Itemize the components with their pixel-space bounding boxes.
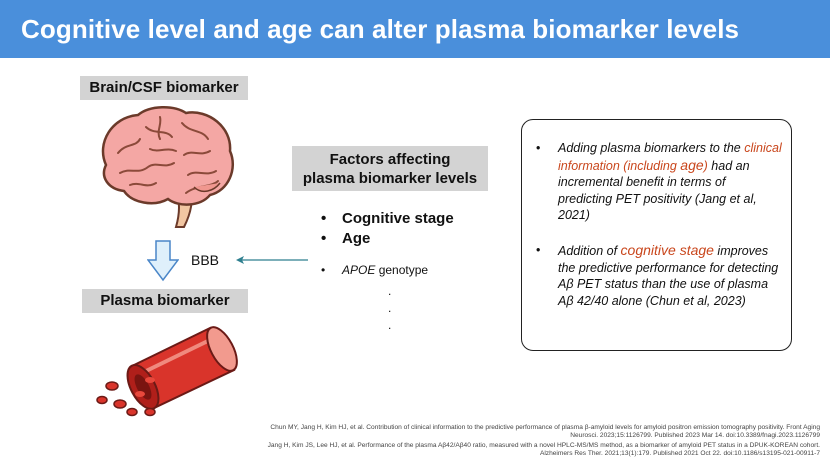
brain-icon bbox=[101, 106, 235, 228]
down-arrow-icon bbox=[147, 240, 179, 282]
apoe-genotype-text: genotype bbox=[375, 263, 429, 277]
bullet-glyph: • bbox=[536, 243, 541, 257]
left-arrow-icon bbox=[236, 256, 308, 264]
continuation-dot: . bbox=[388, 318, 392, 332]
factors-list: Cognitive stage Age bbox=[321, 209, 454, 249]
finding-item-1: • Adding plasma biomarkers to the clinic… bbox=[536, 140, 783, 224]
finding-item-2: • Addition of cognitive stage improves t… bbox=[536, 242, 783, 309]
apoe-gene-name: APOE bbox=[342, 263, 376, 277]
factor-item-age: Age bbox=[321, 229, 454, 249]
finding-1-highlight-close: ) bbox=[703, 158, 708, 173]
bullet-glyph: • bbox=[321, 263, 326, 277]
continuation-dot: . bbox=[388, 284, 392, 298]
reference-chun: Chun MY, Jang H, Kim HJ, et al. Contribu… bbox=[270, 424, 820, 439]
finding-2-highlight: cognitive stage bbox=[620, 242, 714, 258]
title-bar: Cognitive level and age can alter plasma… bbox=[0, 0, 830, 58]
brain-csf-label: Brain/CSF biomarker bbox=[80, 76, 248, 100]
continuation-dot: . bbox=[388, 301, 392, 315]
finding-1-text-b: had an incremental benefit in terms of p… bbox=[558, 158, 757, 223]
bullet-glyph: • bbox=[536, 141, 541, 155]
factors-title-box: Factors affecting plasma biomarker level… bbox=[292, 146, 488, 191]
reference-jang: Jang H, Kim JS, Lee HJ, et al. Performan… bbox=[267, 442, 820, 457]
finding-1-highlight-age: age bbox=[680, 156, 704, 173]
finding-1-highlight: clinical information (including bbox=[558, 141, 782, 173]
findings-box: • Adding plasma biomarkers to the clinic… bbox=[521, 119, 792, 351]
factors-title-line1: Factors affecting bbox=[329, 151, 451, 168]
finding-2-text-a: Addition of bbox=[558, 244, 621, 258]
bbb-label: BBB bbox=[191, 252, 220, 268]
finding-1-text-a: Adding plasma biomarkers to the bbox=[558, 141, 745, 155]
plasma-biomarker-label: Plasma biomarker bbox=[82, 289, 248, 313]
blood-vessel-icon bbox=[96, 326, 238, 417]
slide-title: Cognitive level and age can alter plasma… bbox=[21, 13, 740, 44]
factors-title-line2: plasma biomarker levels bbox=[302, 170, 478, 187]
factor-item-apoe: • APOE genotype bbox=[321, 263, 428, 277]
factor-item-cognitive-stage: Cognitive stage bbox=[321, 209, 454, 229]
finding-2-text-b: improves the predictive performance for … bbox=[558, 244, 779, 308]
